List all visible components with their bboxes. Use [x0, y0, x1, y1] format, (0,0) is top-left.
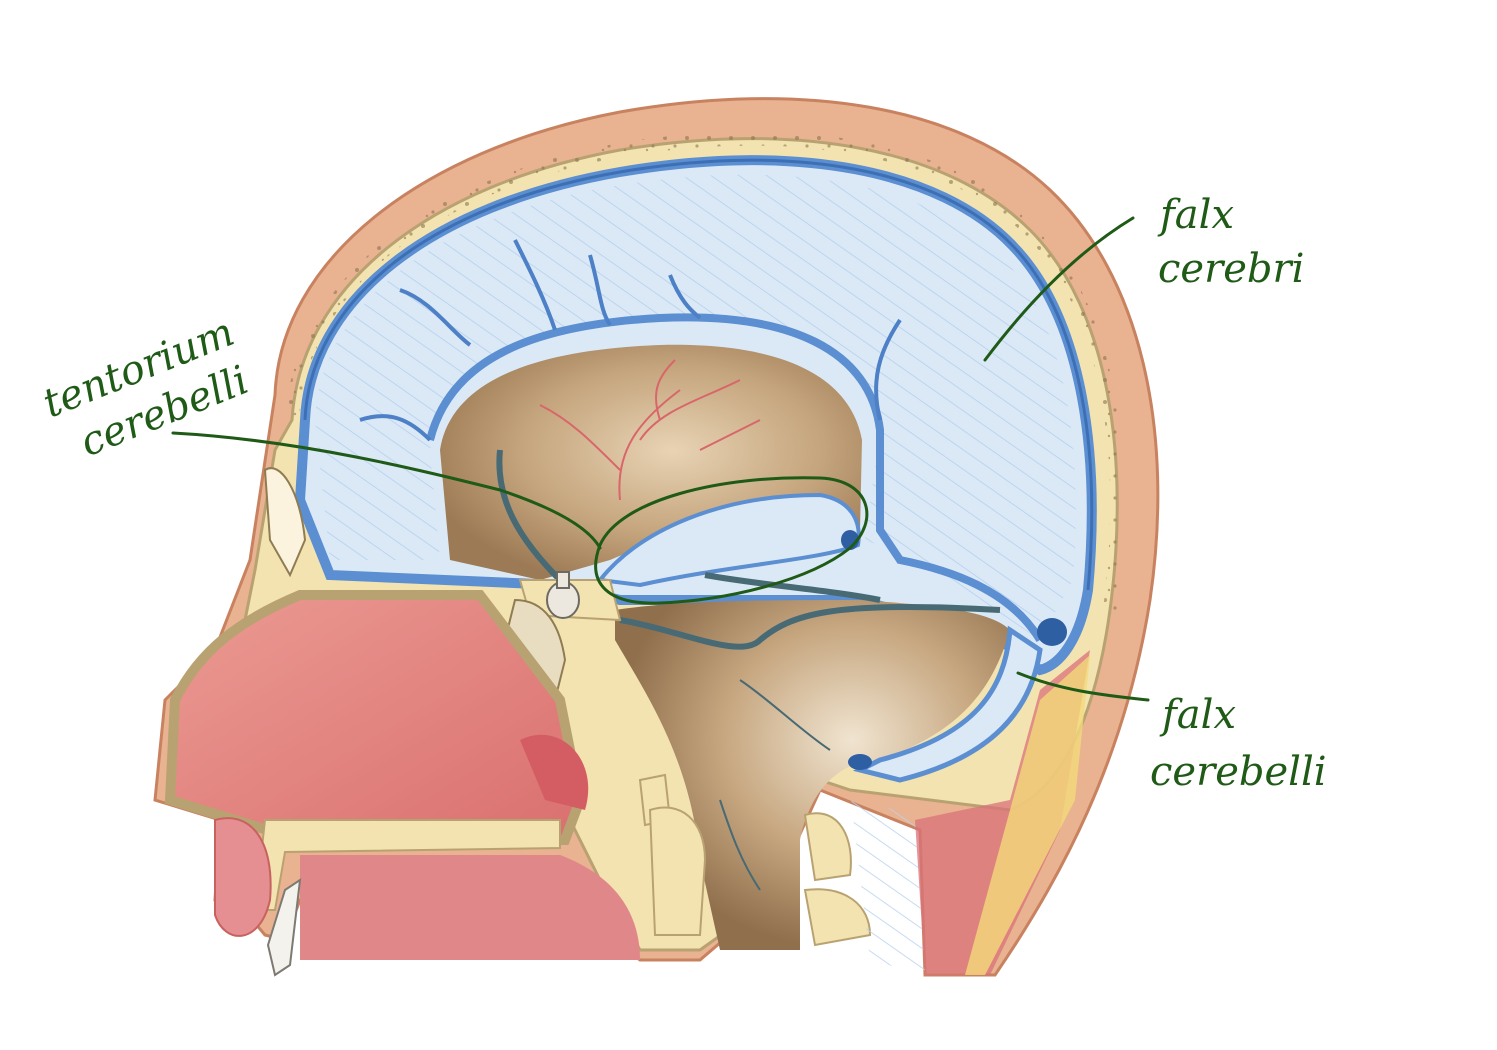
- cervical-vertebrae: [638, 773, 872, 947]
- oral-cavity: [300, 855, 640, 960]
- incisor-tooth: [266, 877, 302, 977]
- label-falx-cerebelli-line2: cerebelli: [1150, 749, 1327, 795]
- neck-ligament: [850, 790, 925, 975]
- dural-veins: [359, 239, 902, 442]
- falx-cerebelli-leader-line: [1016, 671, 1150, 702]
- tentorium-circle: [594, 476, 869, 605]
- pituitary-region: [518, 571, 622, 622]
- inferior-sagittal-sinus: [426, 313, 1044, 643]
- frontal-sinus: [263, 467, 307, 578]
- cavity-arteries: [539, 359, 761, 501]
- upper-lip: [214, 817, 272, 937]
- label-falx-cerebelli-line1: falx: [1159, 692, 1236, 738]
- label-falx-cerebri-line1: falx: [1157, 192, 1234, 238]
- posterior-vessels: [496, 449, 1001, 650]
- label-falx-cerebri-line2: cerebri: [1158, 246, 1304, 292]
- falx-cerebri-leader-line: [983, 216, 1135, 362]
- occipital-sinus: [848, 754, 872, 770]
- label-falx-cerebelli: falx cerebelli: [1150, 692, 1327, 795]
- annotation-lines: [171, 216, 1150, 702]
- tentorium-leader-line: [171, 431, 602, 550]
- label-tentorium-cerebelli: tentorium cerebelli: [37, 309, 255, 466]
- posterior-fossa: [615, 600, 1010, 950]
- nasal-concha: [520, 734, 589, 810]
- falx-cerebri-sheet: [315, 174, 1076, 640]
- confluence-sinus: [1037, 618, 1067, 646]
- tentorium-sheet: [596, 492, 861, 588]
- label-falx-cerebri: falx cerebri: [1157, 192, 1304, 292]
- falx-cerebelli-sheet: [852, 625, 1043, 783]
- neck-fat: [965, 655, 1090, 975]
